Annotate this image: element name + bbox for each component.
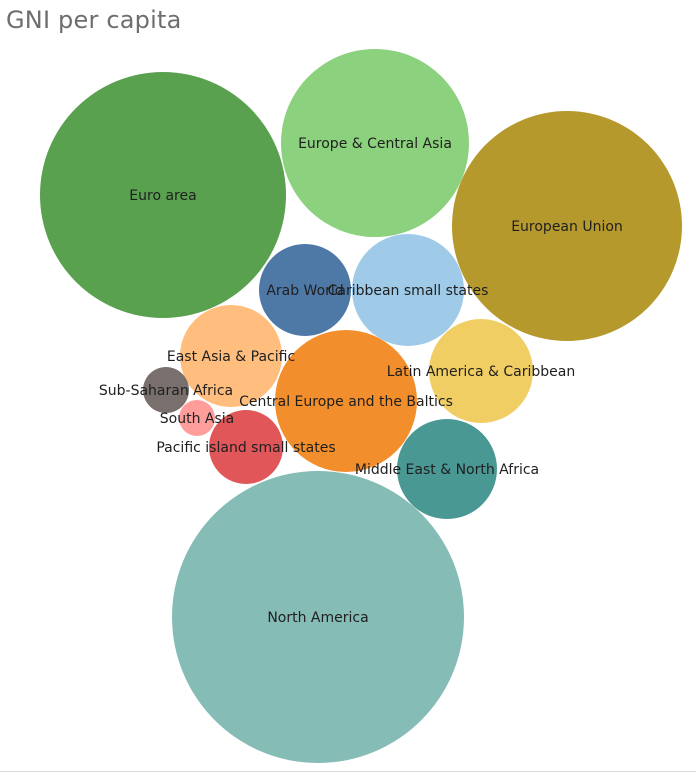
bubble-latin-america-and-caribbean[interactable]	[429, 319, 533, 423]
bubble-north-america[interactable]	[172, 471, 464, 763]
bubble-middle-east-and-north-africa[interactable]	[397, 419, 497, 519]
bubble-label-europe-and-central-asia: Europe & Central Asia	[298, 136, 452, 152]
bottom-divider	[0, 771, 696, 772]
chart-title: GNI per capita	[6, 6, 182, 34]
bubble-central-europe-and-the-baltics[interactable]	[275, 330, 417, 472]
bubble-sub-saharan-africa[interactable]	[143, 367, 189, 413]
bubble-arab-world[interactable]	[259, 244, 351, 336]
bubble-label-east-asia-and-pacific: East Asia & Pacific	[167, 349, 295, 365]
bubble-south-asia[interactable]	[179, 400, 215, 436]
bubble-label-european-union: European Union	[511, 219, 623, 235]
bubble-east-asia-and-pacific[interactable]	[180, 305, 282, 407]
bubble-label-middle-east-and-north-africa: Middle East & North Africa	[355, 462, 539, 478]
bubble-label-euro-area: Euro area	[129, 188, 196, 204]
bubble-label-latin-america-and-caribbean: Latin America & Caribbean	[387, 364, 576, 380]
bubble-label-arab-world: Arab World	[266, 283, 343, 299]
bubble-pacific-island-small-states[interactable]	[209, 410, 283, 484]
bubble-label-north-america: North America	[267, 610, 368, 626]
bubble-label-caribbean-small-states: Caribbean small states	[328, 283, 489, 299]
bubble-euro-area[interactable]	[40, 72, 286, 318]
bubble-caribbean-small-states[interactable]	[352, 234, 464, 346]
bubble-european-union[interactable]	[452, 111, 682, 341]
bubble-label-central-europe-and-the-baltics: Central Europe and the Baltics	[239, 394, 453, 410]
bubble-label-sub-saharan-africa: Sub-Saharan Africa	[99, 383, 233, 399]
bubble-europe-and-central-asia[interactable]	[281, 49, 469, 237]
bubble-label-south-asia: South Asia	[160, 411, 234, 427]
bubble-layer	[40, 49, 682, 763]
bubble-label-pacific-island-small-states: Pacific island small states	[156, 440, 335, 456]
